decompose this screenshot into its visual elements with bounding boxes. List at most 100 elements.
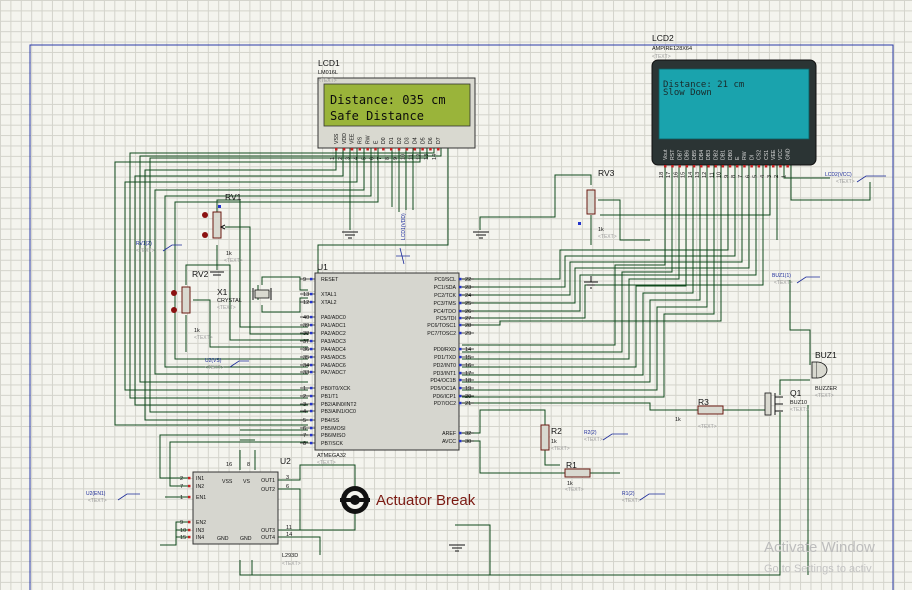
rv1-potentiometer[interactable] [202, 205, 226, 239]
lcd1-pin-label: RS [358, 136, 364, 144]
lcd1-pin-label: D7 [436, 137, 442, 144]
u1-pin-label: PC4/TDO [434, 309, 456, 315]
lcd1[interactable]: Distance: 035 cm Safe Distance VSS1VDD2V… [317, 77, 476, 160]
u2-pin-label: IN4 [196, 535, 204, 541]
u2-pin-marker [188, 495, 191, 499]
u1-pin-marker [310, 370, 313, 374]
u1-pin-number: 1 [303, 386, 306, 392]
u1-tag: <TEXT> [317, 460, 336, 466]
u1-pin-number: 12 [303, 300, 309, 306]
u1-pin-marker [459, 277, 462, 281]
r3-tag: <TEXT> [698, 424, 717, 430]
lcd1-pin-marker [358, 148, 362, 151]
lcd2-pin-number: 18 [659, 172, 665, 178]
lcd2-pin-number: 15 [681, 172, 687, 178]
u2-pin-number: 8 [247, 462, 250, 468]
u1-pin-label: XTAL2 [321, 300, 337, 306]
lcd1-pin-number: 10 [401, 154, 407, 160]
u1-pin-number: 27 [465, 316, 471, 322]
u1-pin-marker [459, 309, 462, 313]
u1-pin-number: 40 [303, 315, 309, 321]
u1-body [314, 272, 460, 451]
lcd1-screen [323, 83, 471, 127]
u2-pin-label: OUT4 [261, 535, 275, 541]
u1-pin-number: 28 [465, 323, 471, 329]
net-rv1-2: RV1(2) [136, 241, 152, 247]
lcd2-pin-label: DB0 [728, 150, 734, 160]
rv3-tag: <TEXT> [598, 234, 617, 240]
lcd1-pin-marker [374, 148, 377, 151]
actuator-motor[interactable] [340, 486, 370, 514]
lcd1-pin-marker [389, 148, 393, 151]
u1-pin-label: PC7/TOSC2 [427, 331, 456, 337]
lcd2-pin-marker [700, 165, 703, 168]
net-r1-2: R1(2) [622, 491, 635, 497]
r1-value: 1k [567, 481, 573, 487]
lcd2-line2: Slow Down [663, 88, 712, 98]
u1-pin-marker [310, 363, 313, 367]
lcd1-pin-label: RW [365, 135, 371, 144]
rv3-potentiometer[interactable] [578, 189, 596, 225]
u1-pin-number: 37 [303, 339, 309, 345]
rv3-value: 1k [598, 227, 604, 233]
u1-pin-number: 30 [465, 439, 471, 445]
u1-pin-label: PB1/T1 [321, 394, 338, 400]
lcd1-pin-number: 8 [385, 157, 391, 160]
u1-pin-label: PB6/MISO [321, 433, 346, 439]
lcd1-pin-number: 3 [346, 157, 352, 160]
lcd1-pin-marker [437, 148, 440, 151]
u1-pin-number: 5 [303, 418, 306, 424]
lcd2-pin-label: CS2 [757, 150, 763, 160]
u1-pin-label: PD5/OC1A [430, 386, 456, 392]
lcd1-pin-label: VEE [350, 133, 356, 144]
u1-ref: U1 [317, 262, 328, 272]
u1-pin-marker [459, 316, 462, 320]
u1-pin-label: PA6/ADC6 [321, 363, 346, 369]
r2-resistor[interactable] [540, 424, 550, 451]
lcd1-pin-number: 11 [409, 154, 415, 160]
q1-tag: <TEXT> [790, 407, 809, 413]
lcd2-pin-marker [728, 165, 732, 168]
q1-mosfet[interactable] [764, 392, 783, 416]
u1-pin-marker [459, 347, 462, 351]
u2-pin-number: 16 [226, 462, 232, 468]
u1-pin-number: 2 [303, 394, 306, 400]
u1-pin-marker [310, 292, 313, 296]
u1-atmega32[interactable]: RESET9XTAL113XTAL212PA0/ADC040PA1/ADC139… [300, 272, 474, 451]
lcd1-pin-marker [342, 148, 346, 151]
lcd2-pin-marker [707, 165, 710, 168]
u2-pin-label: EN2 [196, 520, 206, 526]
rv2-tag: <TEXT> [194, 335, 213, 341]
r3-value: 1k [675, 417, 681, 423]
u1-pin-marker [310, 394, 313, 398]
lcd1-pin-marker [405, 148, 409, 151]
lcd1-pin-marker [382, 148, 385, 151]
rv2-potentiometer[interactable] [171, 286, 191, 314]
lcd2-pin-label: VCC [778, 149, 784, 160]
u1-left-pins: RESET9XTAL113XTAL212PA0/ADC040PA1/ADC139… [300, 277, 357, 447]
u1-pin-number: 3 [303, 402, 306, 408]
lcd2[interactable]: Distance: 21 cm Slow Down Vout18RST17DB7… [651, 59, 817, 178]
u1-pin-number: 25 [465, 301, 471, 307]
lcd2-pins: Vout18RST17DB716DB615DB514DB413DB312DB21… [659, 148, 791, 178]
x1-crystal[interactable] [252, 288, 272, 300]
buz1-buzzer[interactable] [811, 361, 828, 379]
u1-pin-marker [459, 355, 462, 359]
net-u2-en1: U2(EN1) [86, 491, 106, 497]
lcd1-pin-label: D6 [428, 137, 434, 144]
lcd1-pin-number: 13 [424, 154, 430, 160]
r2-ref: R2 [551, 426, 562, 436]
u1-pin-number: 39 [303, 323, 309, 329]
lcd2-pin-marker [750, 165, 753, 168]
u1-pin-number: 33 [303, 370, 309, 376]
r3-resistor[interactable] [697, 405, 724, 415]
lcd2-pin-label: DB7 [677, 150, 683, 160]
r1-resistor[interactable] [564, 468, 591, 478]
r2-value: 1k [551, 439, 557, 445]
svg-text:<TEXT>: <TEXT> [836, 179, 855, 185]
lcd1-pin-label: D2 [397, 137, 403, 144]
net-buz1-1: BUZ1(1) [772, 273, 791, 279]
